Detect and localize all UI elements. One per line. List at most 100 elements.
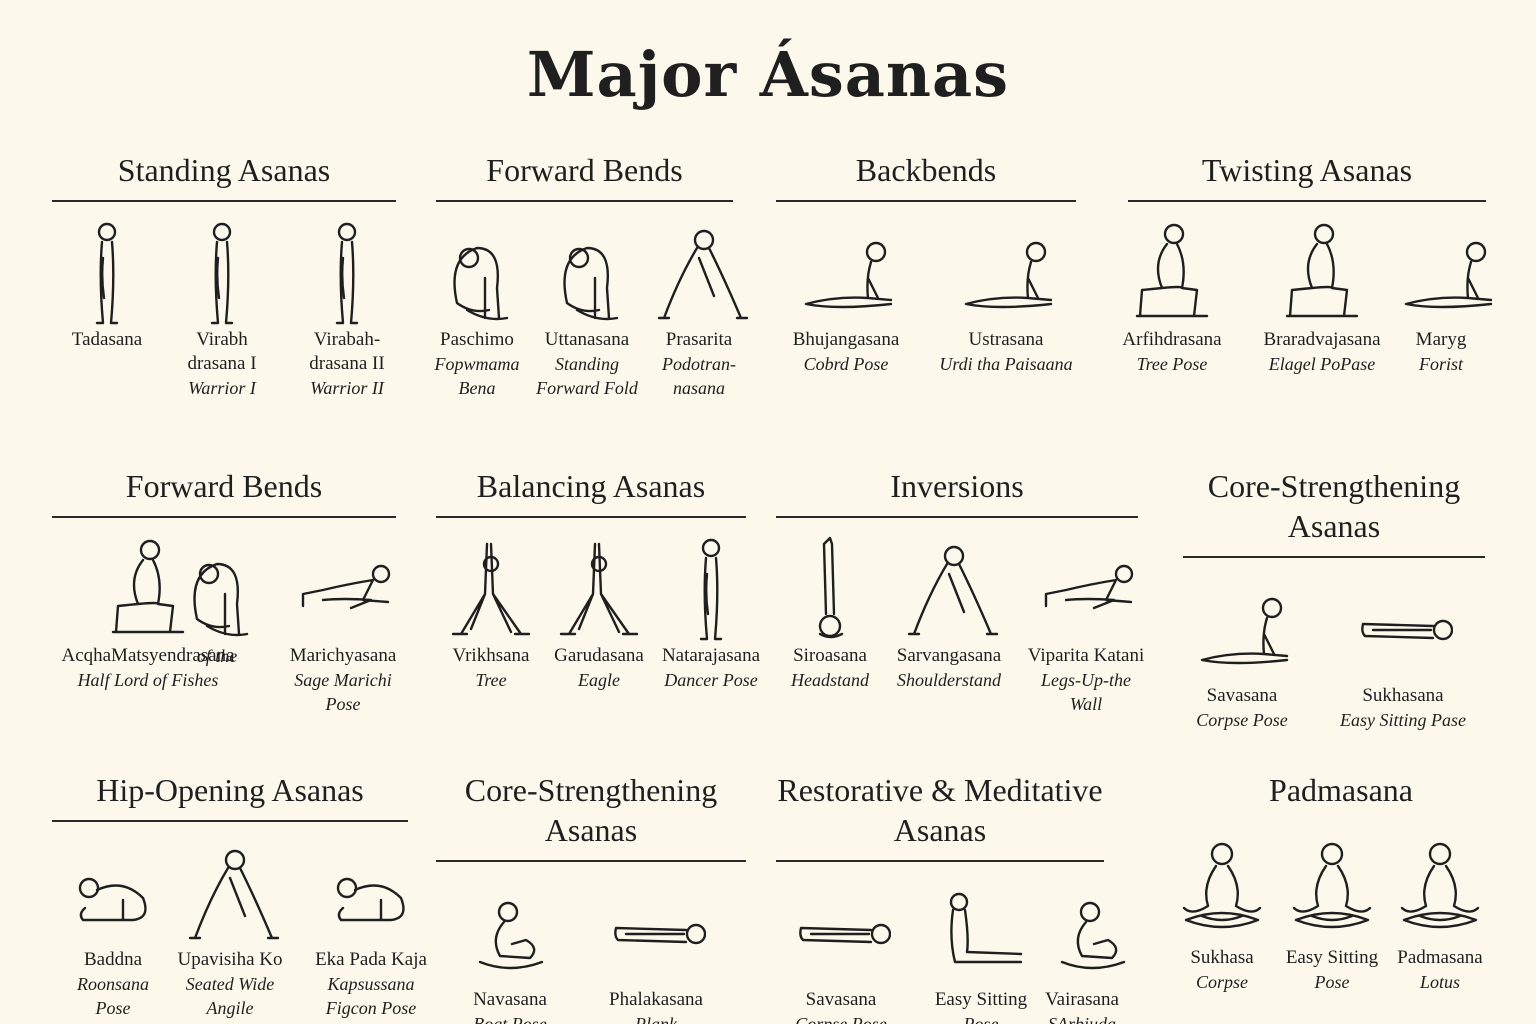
pose-name: Easy Sitting: [1285, 947, 1379, 968]
pose-figure-icon: [907, 545, 999, 636]
pose-figure-icon: [193, 562, 249, 637]
pose-subtitle: Podotran- nasana: [662, 354, 736, 398]
pose-figure-icon: [478, 901, 544, 970]
section-title: Hip-Opening Asanas: [52, 770, 408, 822]
pose-subtitle: Easy Sitting Pase: [1340, 710, 1466, 730]
pose-subtitle: of the: [196, 646, 238, 666]
pose-figure-icon: [1044, 564, 1134, 610]
pose-name: Viparita Katani: [1027, 645, 1145, 666]
pose-figure-icon: [1285, 223, 1359, 318]
pose-figure-icon: [949, 892, 1023, 964]
pose-name: Bhujangasana: [792, 329, 900, 350]
pose-subtitle: Kapsussana Figcon Pose: [325, 974, 417, 1018]
section-title: Backbends: [776, 150, 1076, 202]
pose-name: Sarvangasana: [896, 645, 1002, 666]
pose-subtitle: Corpse: [1195, 972, 1248, 992]
pose-figure-icon: [335, 222, 359, 325]
pose-item: Virabh drasana I Warrior I: [167, 218, 277, 400]
pose-figure-icon: [1292, 842, 1372, 929]
pose-name: Savasana: [1206, 685, 1278, 706]
section-title: Balancing Asanas: [436, 466, 746, 518]
pose-name: Padmasana: [1397, 947, 1483, 968]
pose-figure-icon: [804, 241, 893, 309]
pose-name: Natarajasana: [661, 645, 761, 666]
pose-figure-icon: [111, 539, 185, 634]
pose-name: Sukhasana: [1362, 685, 1444, 706]
pose-figure-icon: [818, 536, 844, 639]
pose-name: Maryg: [1415, 329, 1467, 350]
pose-subtitle: Cobrd Pose: [803, 354, 889, 374]
pose-name: Arfihdrasana: [1122, 329, 1222, 350]
pose-name: Tadasana: [71, 329, 143, 350]
pose-subtitle: Warrior II: [310, 378, 384, 398]
section-standing: Standing Asanas Tadasana Virabh drasana I…: [52, 150, 396, 398]
section-title: Padmasana: [1269, 772, 1413, 808]
pose-subtitle: Standing Forward Fold: [536, 354, 638, 398]
section-title: Inversions: [776, 466, 1138, 518]
pose-figure-icon: [964, 241, 1053, 309]
section-title: Twisting Asanas: [1128, 150, 1486, 202]
pose-subtitle: Fopwmama Bena: [434, 354, 520, 398]
pose-figure-icon: [1060, 901, 1126, 970]
pose-subtitle: Dancer Pose: [664, 670, 758, 690]
pose-subtitle: Elagel PoPase: [1268, 354, 1376, 374]
pose-figure-icon: [563, 246, 619, 321]
pose-subtitle: Corpse Pose: [795, 1014, 887, 1024]
pose-name: Virabh drasana I: [187, 329, 257, 374]
pose-name: AcqhaMatsyendrasana: [61, 645, 235, 666]
pose-figure-icon: [1404, 241, 1493, 309]
pose-name: Prasarita: [665, 329, 733, 350]
pose-name: Vrikhsana: [452, 645, 530, 666]
pose-subtitle: Corpse Pose: [1196, 710, 1288, 730]
pose-figure-icon: [799, 923, 891, 945]
pose-subtitle: Half Lord of Fishes: [77, 670, 219, 690]
pose-name: Phalakasana: [609, 989, 703, 1010]
section-title: Core-Strengthening Asanas: [436, 770, 746, 862]
pose-figure-icon: [1361, 619, 1453, 641]
pose-figure-icon: [78, 877, 147, 922]
pose-subtitle: SArbiuda 14By1ite: [1047, 1014, 1116, 1024]
pose-name: Braradvajasana: [1263, 329, 1381, 350]
pose-subtitle: Legs-Up-the Wall: [1041, 670, 1131, 714]
pose-figure-icon: [1400, 842, 1480, 929]
pose-subtitle: Tree Pose: [1136, 354, 1208, 374]
pose-name: Siroasana: [793, 645, 867, 666]
pose-subtitle: Warrior I: [188, 378, 256, 398]
section-title: Restorative & Meditative Asanas: [776, 770, 1104, 862]
section-title: Forward Bends: [52, 466, 396, 518]
pose-figure-icon: [699, 538, 723, 641]
pose-figure-icon: [657, 229, 749, 320]
section-title: Standing Asanas: [52, 150, 396, 202]
pose-name: Easy Sitting: [934, 989, 1028, 1010]
pose-name: Baddna: [83, 949, 143, 970]
pose-name: Garudasana: [554, 645, 644, 666]
